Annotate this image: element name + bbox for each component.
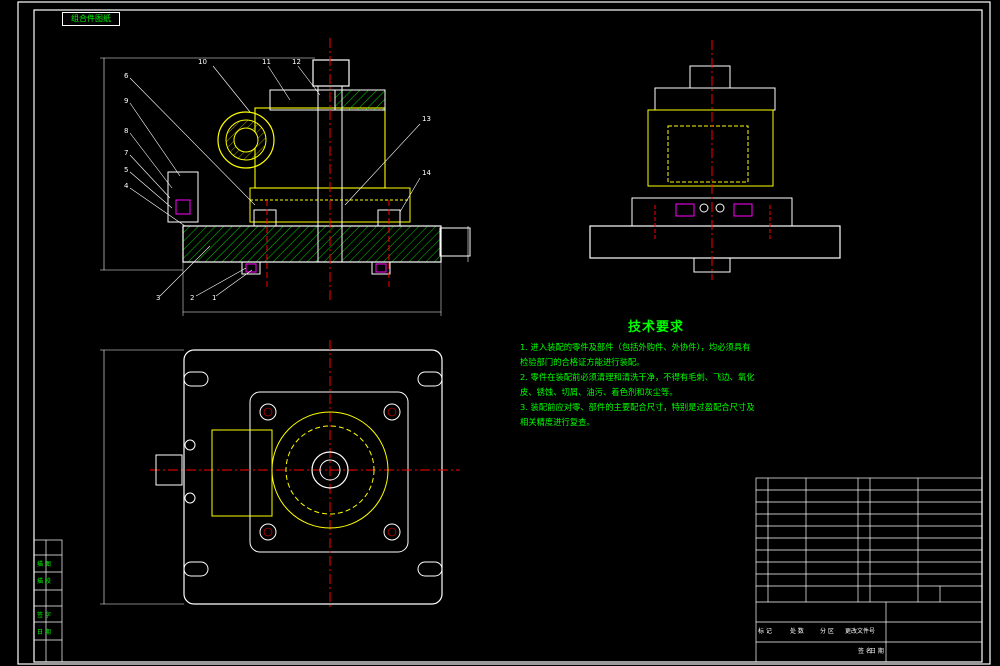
side-stamp-2: 描 校 xyxy=(37,577,51,585)
balloon-10: 10 xyxy=(198,58,207,66)
tech-line-1: 1. 进入装配的零件及部件（包括外购件、外协件），均必须具有 xyxy=(520,342,751,352)
part-balloons: 10 11 12 13 14 6 9 8 7 5 4 3 2 1 xyxy=(124,58,431,302)
side-stamp-1: 描 图 xyxy=(37,560,51,568)
title-block-text: 标 记 处 数 分 区 更改文件号 签 名 日 期 xyxy=(758,627,884,655)
bushing xyxy=(217,111,275,169)
title-block xyxy=(755,477,983,663)
balloon-11: 11 xyxy=(262,58,271,66)
balloon-3: 3 xyxy=(156,294,160,302)
balloon-13: 13 xyxy=(422,115,431,123)
tech-line-3: 2. 零件在装配前必须清理和清洗干净，不得有毛刺、飞边、氧化 xyxy=(520,372,755,382)
balloon-2: 2 xyxy=(190,294,194,302)
side-view xyxy=(589,40,841,280)
rev-date: 日 期 xyxy=(870,647,884,655)
rev-count: 处 数 xyxy=(790,627,804,635)
drawing-tag: 组合件图纸 xyxy=(62,12,120,26)
base-plate xyxy=(182,225,442,263)
balloon-8: 8 xyxy=(124,127,128,135)
rev-mark: 标 记 xyxy=(758,627,772,635)
balloon-1: 1 xyxy=(212,294,216,302)
inner-border xyxy=(33,9,983,663)
tech-line-4: 皮、锈蚀、切屑、油污、着色剂和灰尘等。 xyxy=(520,387,678,397)
rev-sign: 签 名 xyxy=(858,647,872,655)
plan-view xyxy=(100,340,460,610)
balloon-12: 12 xyxy=(292,58,301,66)
center-bolt xyxy=(312,59,350,87)
balloon-5: 5 xyxy=(124,166,128,174)
tech-requirements-title: 技术要求 xyxy=(628,320,685,335)
side-stamp-text: 描 图 描 校 签 字 日 期 xyxy=(37,560,51,636)
balloon-7: 7 xyxy=(124,149,128,157)
balloon-4: 4 xyxy=(124,182,129,190)
front-view xyxy=(100,38,471,316)
balloon-14: 14 xyxy=(422,169,431,177)
tech-line-5: 3. 装配前应对零、部件的主要配合尺寸，特别是过盈配合尺寸及 xyxy=(520,402,755,412)
balloon-6: 6 xyxy=(124,72,129,80)
side-base xyxy=(589,225,841,259)
side-stamp-block xyxy=(33,539,63,663)
side-stamp-3: 签 字 xyxy=(37,611,51,619)
tech-line-2: 检验部门的合格证方能进行装配。 xyxy=(520,357,645,367)
plan-base xyxy=(183,349,443,605)
rev-zone: 分 区 xyxy=(820,627,834,635)
tech-requirements-body: 1. 进入装配的零件及部件（包括外购件、外协件），均必须具有 检验部门的合格证方… xyxy=(520,340,820,430)
balloon-9: 9 xyxy=(124,97,128,105)
body-block xyxy=(254,107,386,189)
tech-line-6: 相关精度进行复查。 xyxy=(520,417,595,427)
rev-doc: 更改文件号 xyxy=(845,627,875,635)
outer-border xyxy=(17,1,991,665)
side-stamp-4: 日 期 xyxy=(37,628,51,636)
